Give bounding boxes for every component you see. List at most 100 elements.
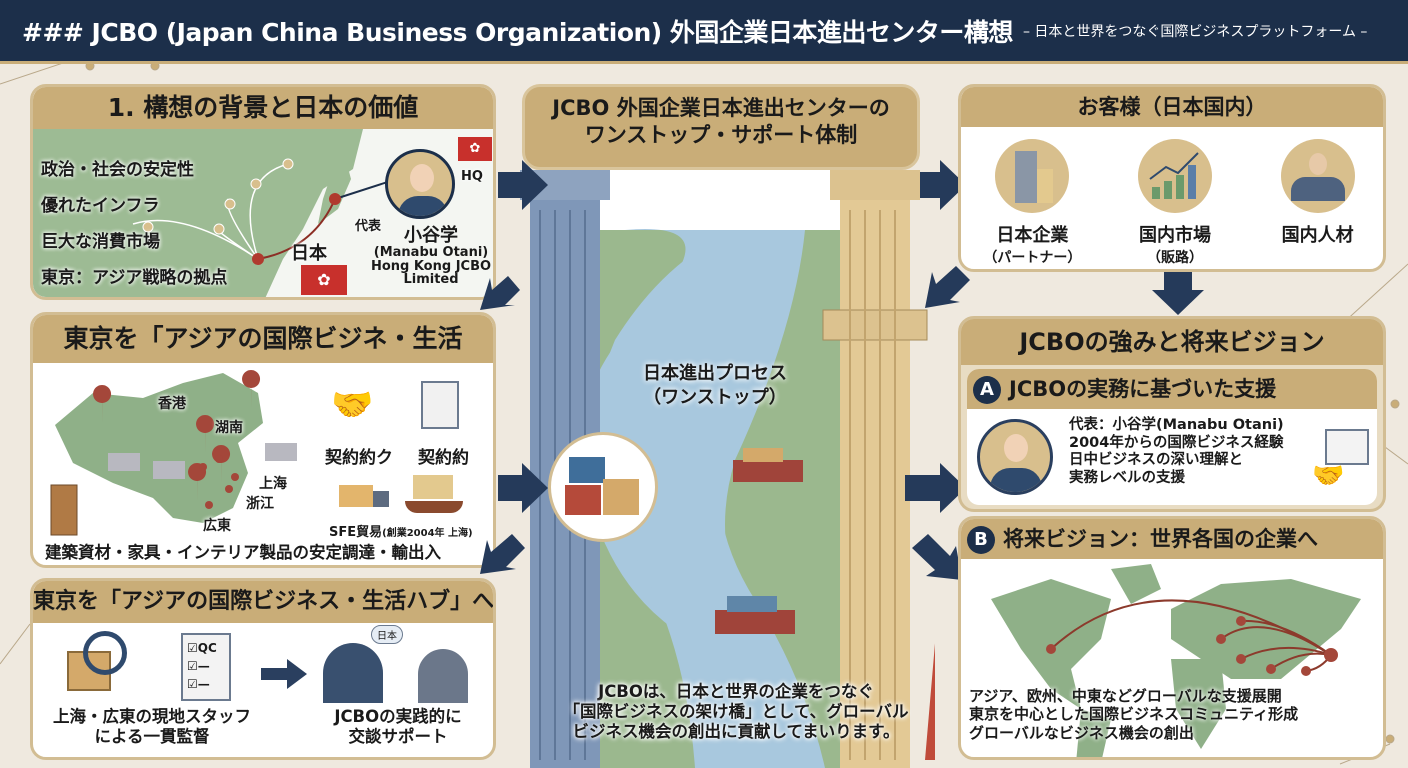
value-point: 優れたインフラ	[41, 196, 160, 216]
text-line: JCBOは、日本と世界の企業をつなぐ	[598, 682, 874, 701]
panel-title: お客様（日本国内）	[961, 87, 1383, 127]
hong-kong-flag-icon: ✿	[458, 137, 492, 161]
section-title: A JCBOの実務に基づいた支援	[967, 369, 1377, 409]
center-title: JCBO 外国企業日本進出センターのワンストップ・サポート体制	[522, 84, 920, 170]
section-title-text: JCBOの実務に基づいた支援	[1009, 377, 1277, 401]
text-line: 日本進出プロセス	[643, 363, 787, 384]
text-line: 上海・広東の現地スタッフ	[53, 707, 251, 726]
city-label: 湖南	[215, 420, 243, 436]
text-line: による一貫監督	[94, 726, 210, 746]
customer-item: 日本企業 （パートナー）	[967, 139, 1097, 267]
panel-title: 東京を「アジアの国際ビジネ・生活	[33, 315, 493, 363]
trade-company-note: (創業2004年 上海)	[382, 528, 473, 539]
supervision-text: 上海・広東の現地スタッフによる一貫監督	[37, 707, 267, 747]
text-line: 代表：小谷学(Manabu Otani)	[1069, 417, 1284, 433]
qc-checklist-icon: ☑QC☑—☑—	[181, 633, 231, 701]
title-line: ワンストップ・サポート体制	[584, 123, 858, 148]
text-line: （ワンストップ）	[643, 387, 787, 409]
customers-panel: お客様（日本国内） 日本企業 （パートナー） 国内市場 （販路） 国内人材	[958, 84, 1386, 272]
businesswoman-icon	[418, 649, 468, 703]
customer-item: 国内人材	[1253, 139, 1383, 267]
businessman-icon	[323, 643, 383, 703]
customer-label: 国内人材	[1281, 225, 1354, 246]
panel-title: JCBOの強みと将来ビジョン	[961, 319, 1383, 365]
rep-name: 小谷学	[404, 225, 458, 246]
text-line: アジア、欧州、中東などグローバルな支援展開	[969, 687, 1282, 705]
company-name: Hong Kong JCBO	[370, 258, 492, 274]
city-label: 広東	[203, 518, 231, 534]
section-badge: B	[967, 526, 995, 554]
value-point: 東京：アジア戦略の拠点	[41, 268, 228, 288]
page-subtitle: – 日本と世界をつなぐ国際ビジネスプラットフォーム –	[1022, 23, 1368, 40]
customer-sub-label: （パートナー）	[983, 250, 1082, 266]
contract-document-icon	[421, 381, 459, 429]
support-section: A JCBOの実務に基づいた支援 代表：小谷学(Manabu Otani)2004…	[967, 369, 1377, 505]
sourcing-description: 建築資材・家具・インテリア製品の安定調達・輸出入	[45, 543, 441, 562]
speech-bubble: 日本	[371, 625, 403, 644]
building-icon	[995, 139, 1070, 213]
text-line: 2004年からの国際ビジネス経験	[1069, 434, 1284, 451]
representative-label: 代表	[355, 219, 382, 234]
city-label: 香港	[158, 396, 186, 412]
representative-avatar	[977, 419, 1053, 495]
handshake-icon: 🤝	[1312, 461, 1345, 491]
growth-chart-icon	[1137, 139, 1212, 213]
truck-icon	[333, 483, 389, 513]
arrow-right-icon	[261, 659, 307, 689]
customer-item: 国内市場 （販路）	[1110, 139, 1240, 267]
handshake-icon: 🤝	[331, 385, 374, 425]
text-line: JCBOの実践的に	[334, 707, 462, 726]
trade-company-name: SFE貿易	[329, 525, 383, 540]
background-panel: 1. 構想の背景と日本の価値 政治・社会の安定性 優れたインフラ 巨大な消費市場…	[30, 84, 496, 300]
china-map	[50, 370, 297, 536]
representative-profile: 代表：小谷学(Manabu Otani)2004年からの国際ビジネス経験日中ビジ…	[1069, 417, 1284, 488]
title-bar: ### JCBO (Japan China Business Organizat…	[0, 0, 1408, 64]
world-map	[991, 564, 1361, 757]
city-label: 浙江	[246, 496, 274, 512]
sailing-ship-icon	[405, 475, 463, 515]
customer-label: 国内市場	[1138, 225, 1211, 246]
customer-list: 日本企業 （パートナー） 国内市場 （販路） 国内人材	[961, 139, 1383, 267]
customer-label: 日本企業	[996, 225, 1069, 246]
text-line: ビジネス機会の創出に貢献してまいります。	[572, 721, 900, 741]
magnifier-icon	[83, 631, 127, 675]
asia-map	[33, 129, 493, 297]
rep-name-en: (Manabu Otani)	[373, 244, 489, 260]
value-point: 政治・社会の安定性	[41, 160, 194, 180]
section-title-text: 将来ビジョン：世界各国の企業へ	[1003, 527, 1318, 551]
value-point: 巨大な消費市場	[41, 232, 160, 252]
trade-company-label: SFE貿易(創業2004年 上海)	[329, 521, 473, 540]
panel-title: 東京を「アジアの国際ビジネス・生活ハブ」へ	[33, 581, 493, 623]
section-badge: A	[973, 376, 1001, 404]
contract-label: 契約約	[418, 448, 469, 468]
city-label: 上海	[259, 476, 287, 492]
representative-info: 小谷学 (Manabu Otani) Hong Kong JCBO Limite…	[363, 225, 493, 288]
text-line: 実務レベルの支援	[1069, 470, 1185, 487]
china-sourcing-panel: 東京を「アジアの国際ビジネ・生活 香港 湖南 上海 浙江 広東 🤝 契約約ク 契…	[30, 312, 496, 568]
shipping-containers-icon	[548, 432, 658, 542]
section-title: B 将来ビジョン：世界各国の企業へ	[961, 519, 1383, 559]
title-line: JCBO 外国企業日本進出センターの	[552, 96, 890, 120]
panel-title: 1. 構想の背景と日本の価値	[33, 87, 493, 129]
text-line: 「国際ビジネスの架け橋」として、グローバル	[563, 701, 909, 721]
mission-statement: JCBOは、日本と世界の企業をつなぐ「国際ビジネスの架け橋」として、グローバルビ…	[538, 682, 934, 741]
text-line: 日中ビジネスの深い理解と	[1069, 452, 1243, 469]
process-label: 日本進出プロセス （ワンストップ）	[600, 362, 830, 411]
hq-label: HQ	[461, 169, 483, 184]
strengths-panel: JCBOの強みと将来ビジョン A JCBOの実務に基づいた支援 代表：小谷学(Ma…	[958, 316, 1386, 512]
contract-label: 契約約ク	[325, 448, 393, 468]
vision-text: アジア、欧州、中東などグローバルな支援展開東京を中心とした国際ビジネスコミュニテ…	[969, 687, 1298, 742]
text-line: 東京を中心とした国際ビジネスコミュニティ形成	[969, 705, 1299, 724]
representative-avatar	[385, 149, 455, 219]
hong-kong-flag-icon: ✿	[301, 265, 347, 295]
contract-document-icon	[1325, 429, 1369, 465]
people-icon	[1280, 139, 1355, 213]
customer-sub-label: （販路）	[1146, 250, 1203, 266]
negotiation-support-text: JCBOの実践的に交談サポート	[303, 707, 493, 747]
vision-panel: B 将来ビジョン：世界各国の企業へ アジア、欧州、中東などグローバルな支援展開東京…	[958, 516, 1386, 760]
company-name-suffix: Limited	[403, 272, 459, 288]
text-line: 交談サポート	[348, 726, 448, 746]
japan-label: 日本	[291, 243, 327, 264]
hub-panel: 東京を「アジアの国際ビジネス・生活ハブ」へ ☑QC☑—☑— 日本 上海・広東の現…	[30, 578, 496, 760]
page-title: ### JCBO (Japan China Business Organizat…	[22, 17, 1013, 47]
